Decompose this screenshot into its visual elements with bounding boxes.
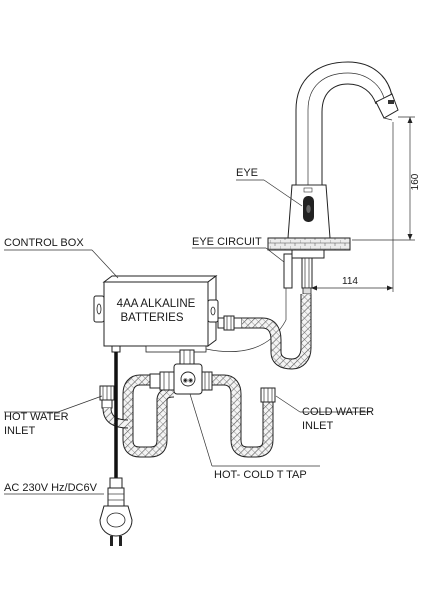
svg-text:◉◉: ◉◉ <box>183 378 193 384</box>
label-eye: EYE <box>236 167 258 179</box>
power-cable <box>107 352 125 507</box>
label-eye-circuit: EYE CIRCUIT <box>192 236 262 248</box>
label-control-box: CONTROL BOX <box>4 237 84 249</box>
power-plug <box>99 505 133 546</box>
dimension-projection: 114 <box>311 122 394 292</box>
sensor-eye <box>303 196 314 222</box>
projection-value: 114 <box>342 276 358 287</box>
countertop <box>267 237 351 251</box>
spout-tip <box>375 93 399 121</box>
batteries-label-line2: BATTERIES <box>120 312 183 324</box>
height-value: 160 <box>410 173 421 190</box>
label-power: AC 230V Hz/DC6V <box>4 482 98 494</box>
batteries-label-line1: 4AA ALKALINE <box>117 298 196 310</box>
control-box: 4AA ALKALINE BATTERIES <box>93 275 243 353</box>
leader-lines <box>4 179 370 495</box>
dimension-height: 160 <box>352 116 421 241</box>
label-hot-water-line1: HOT WATER <box>4 411 69 423</box>
cold-water-inlet-fitting <box>260 387 276 403</box>
t-tap: ◉◉ <box>149 363 213 395</box>
faucet-shank <box>283 249 325 320</box>
label-hot-water-line2: INLET <box>4 425 35 437</box>
label-cold-water-line1: COLD WATER <box>302 406 374 418</box>
label-t-tap: HOT- COLD T TAP <box>214 469 307 481</box>
brand-logo <box>303 187 313 193</box>
t-tap-upper-nut <box>179 349 195 365</box>
faucet <box>287 61 399 239</box>
hot-water-inlet-fitting <box>99 385 129 429</box>
label-cold-water-line2: INLET <box>302 420 333 432</box>
